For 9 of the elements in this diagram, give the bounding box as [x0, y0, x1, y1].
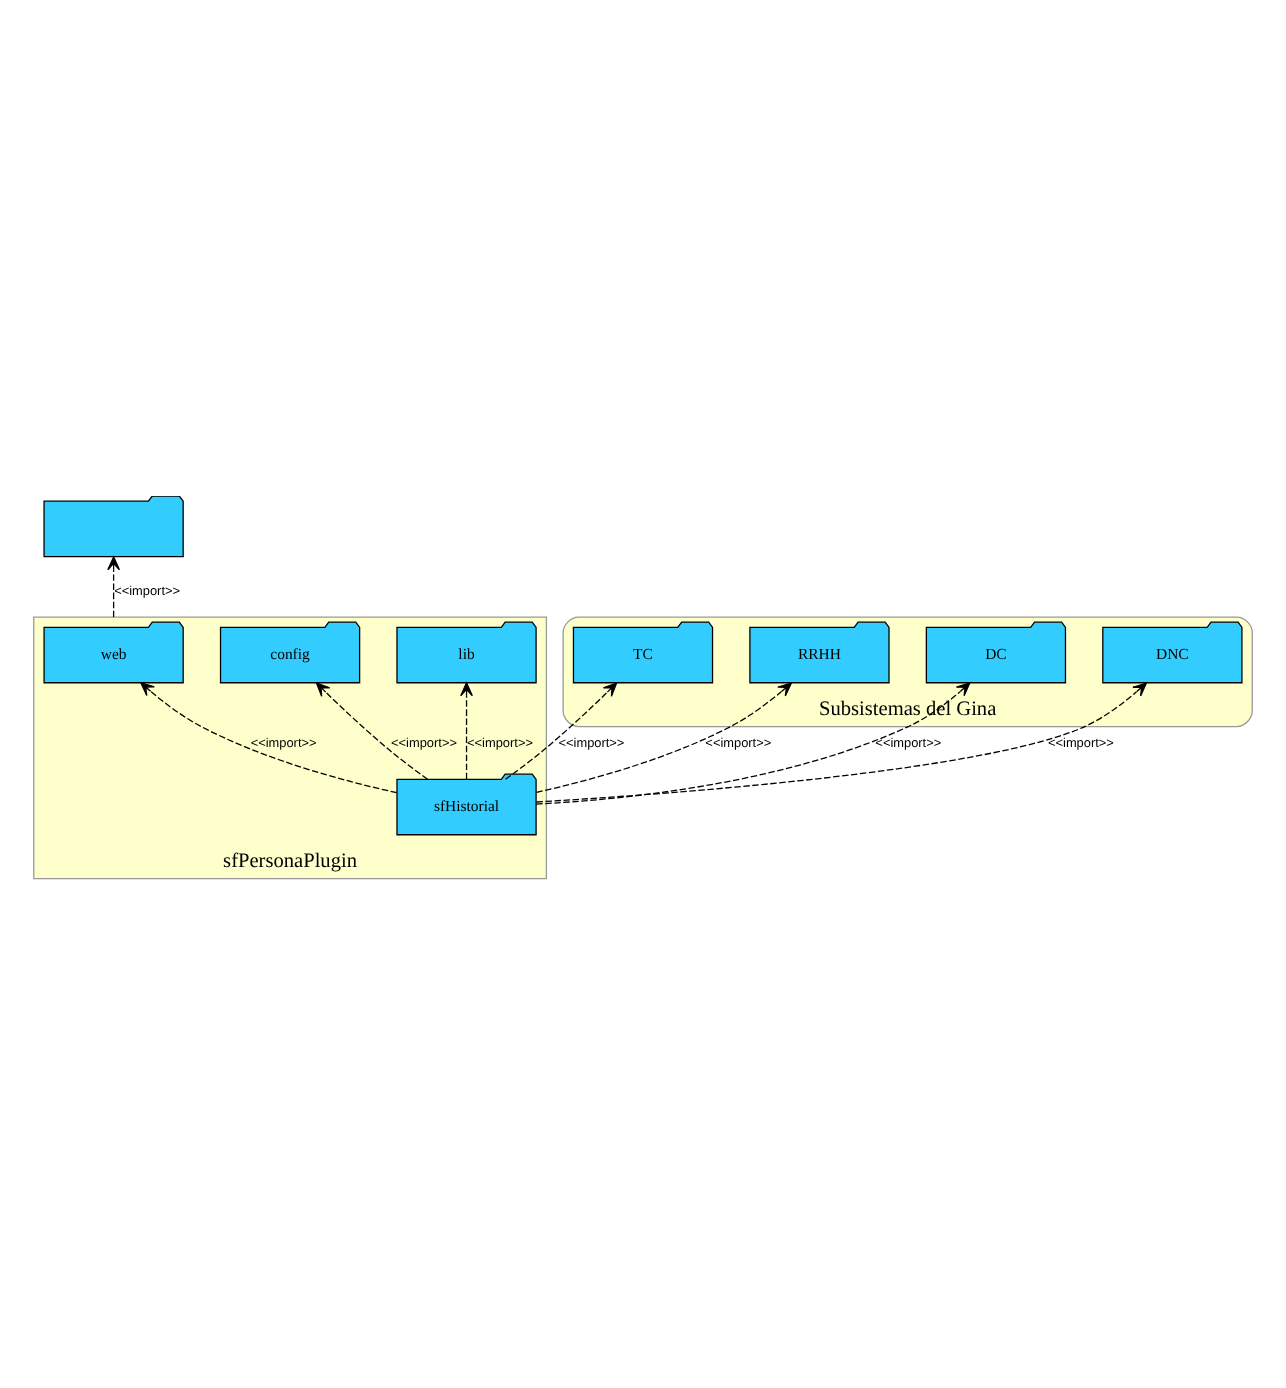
arrow — [140, 681, 398, 793]
arrow — [535, 681, 971, 804]
arrow — [107, 555, 121, 617]
arrow — [315, 681, 429, 779]
arrow — [535, 681, 793, 792]
node-folder — [43, 495, 184, 557]
arrow — [460, 681, 473, 779]
arrow — [504, 681, 618, 779]
arrow — [535, 681, 1147, 802]
